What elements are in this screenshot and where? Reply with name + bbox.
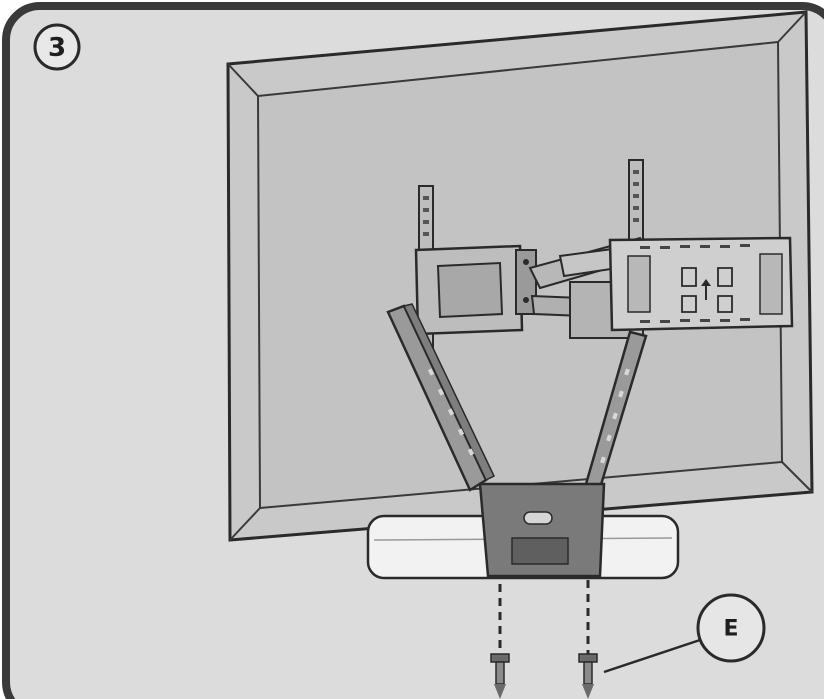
callout-label: E bbox=[723, 617, 738, 642]
screw-guide-lines bbox=[498, 580, 590, 660]
callout-leader-line bbox=[603, 638, 701, 674]
soundbar-clamp-bracket bbox=[478, 482, 606, 578]
tv-mounting-bracket bbox=[608, 236, 794, 332]
screw-e-right bbox=[578, 653, 598, 699]
screw-e-left bbox=[490, 653, 510, 699]
part-callout-e: E bbox=[696, 593, 766, 663]
wall-plate bbox=[414, 244, 537, 336]
step-number: 3 bbox=[48, 33, 66, 63]
step-number-badge: 3 bbox=[33, 23, 81, 71]
